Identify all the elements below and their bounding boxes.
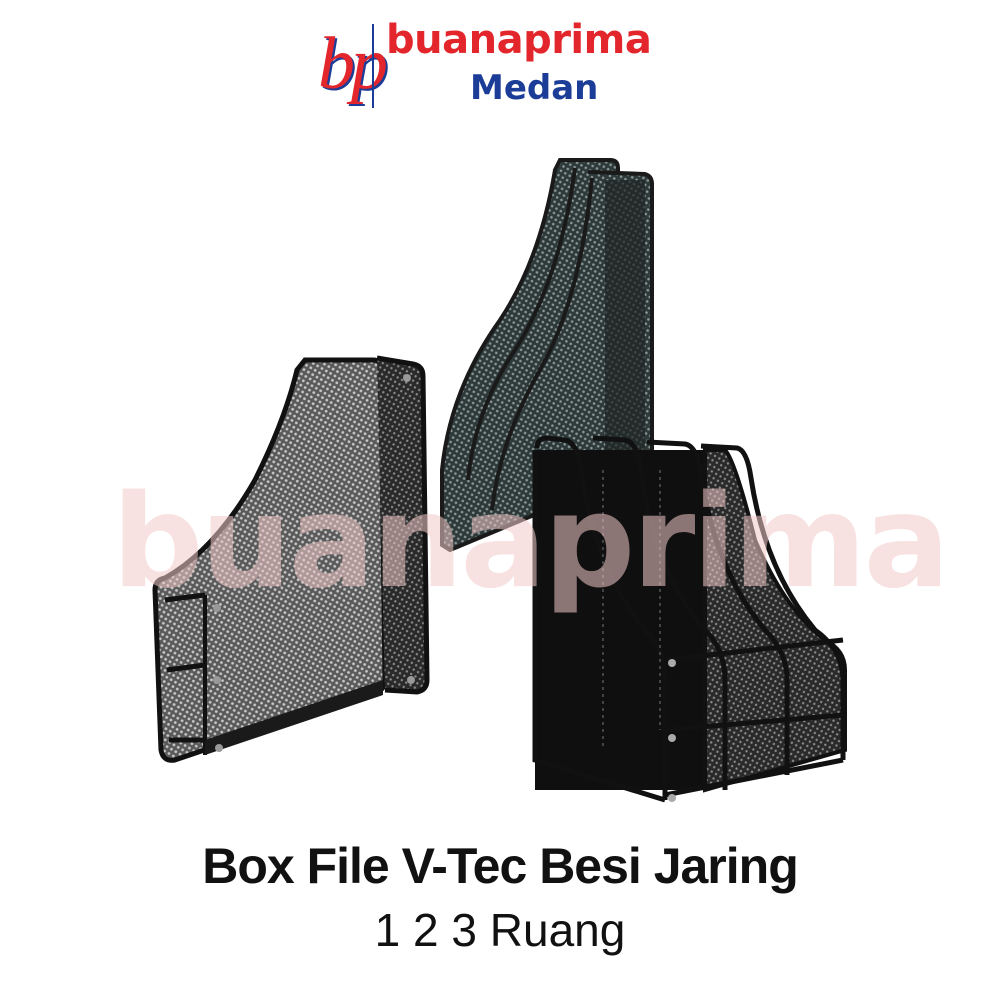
logo-city: Medan [470,68,599,108]
brand-logo: bp buanaprima Medan [0,0,1000,120]
logo-divider [372,24,374,108]
logo-monogram: bp [318,23,388,105]
product-3-ruang [525,430,855,810]
logo-brand-name: buanaprima [386,17,652,63]
product-1-ruang [145,350,445,770]
product-subtitle: 1 2 3 Ruang [374,904,626,956]
product-photo [0,130,1000,810]
product-title: Box File V-Tec Besi Jaring [202,838,799,894]
